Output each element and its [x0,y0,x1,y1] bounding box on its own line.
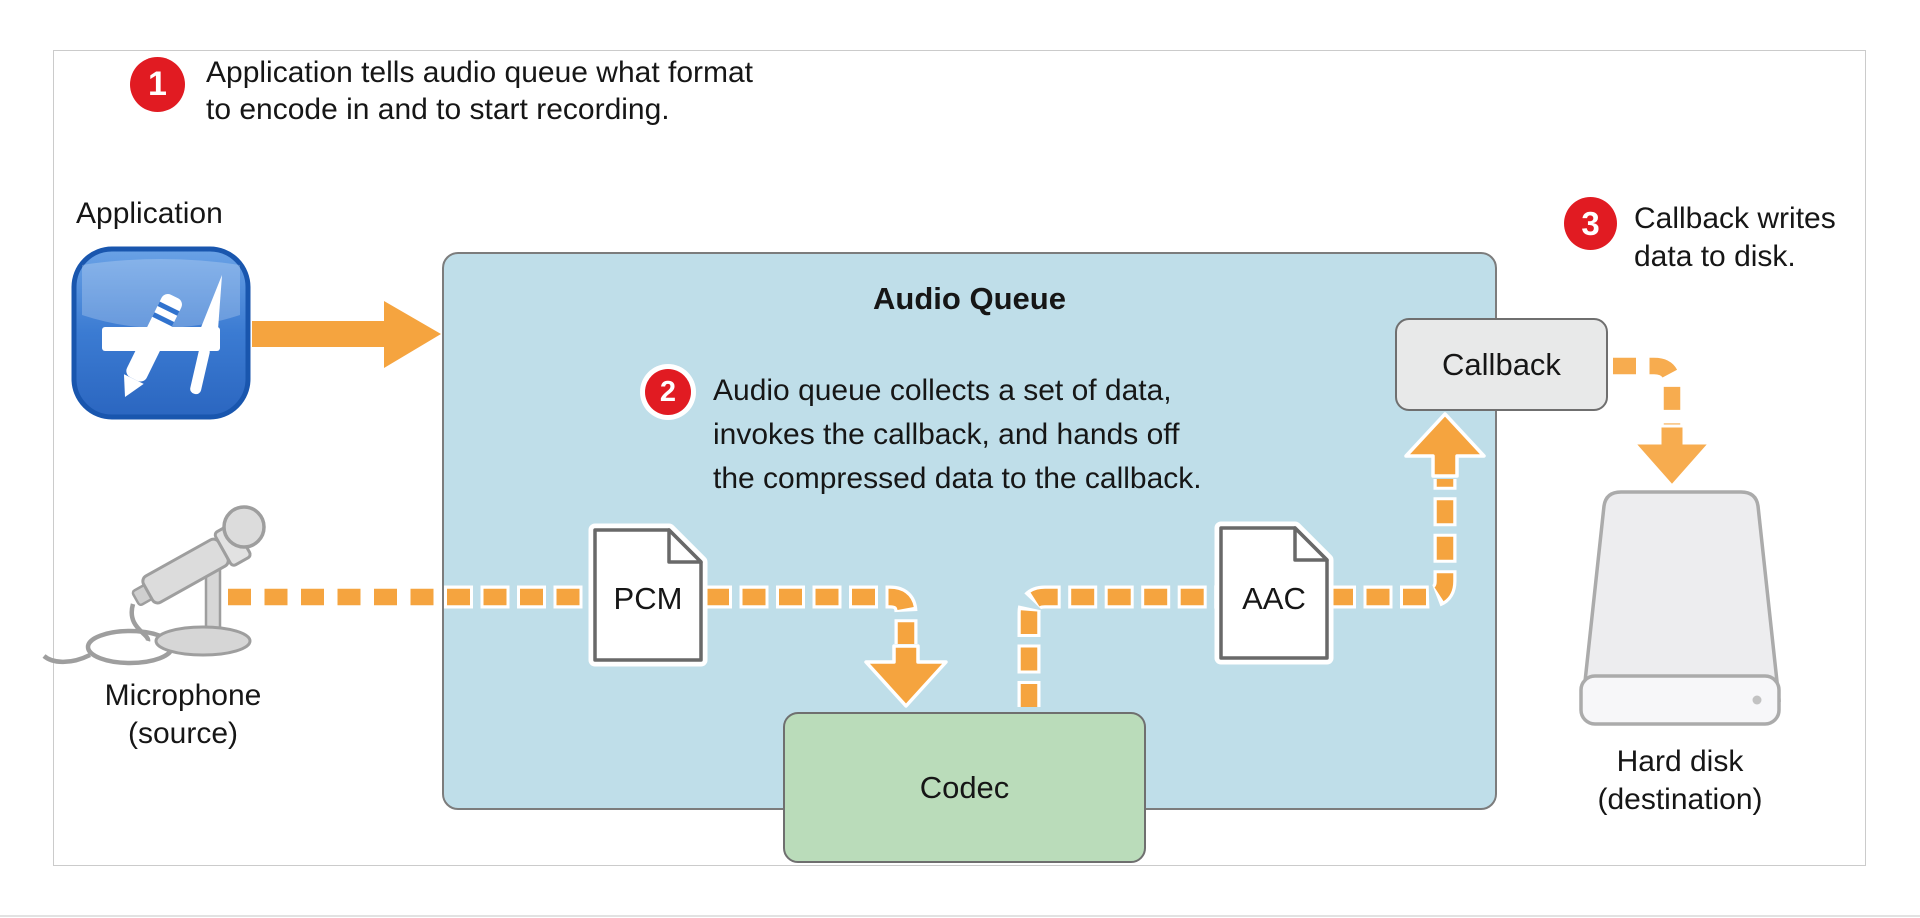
step-1-line-1: Application tells audio queue what forma… [206,56,754,89]
application-label: Application [76,197,223,230]
callback-box: Callback [1395,318,1608,411]
aac-label: AAC [1242,581,1306,616]
hard-disk-label: Hard disk (destination) [1552,743,1808,819]
step-2-text: Audio queue collects a set of data, invo… [713,369,1202,501]
step-1-line-2: to encode in and to start recording. [206,93,670,126]
callback-label: Callback [1442,346,1561,382]
step-3-line-1: Callback writes [1634,202,1836,235]
codec-label: Codec [919,769,1010,805]
step-3-badge: 3 [1564,197,1617,250]
step-3-number: 3 [1581,204,1600,242]
microphone-label: Microphone (source) [58,677,308,753]
step-1-text: Application tells audio queue what forma… [206,54,753,128]
step-2-line-2: invokes the callback, and hands off [713,418,1180,451]
step-2-badge: 2 [645,369,691,415]
codec-box: Codec [783,712,1146,863]
step-2-number: 2 [659,375,677,408]
pcm-label: PCM [613,581,683,616]
step-1-number: 1 [148,65,167,103]
step-1-badge: 1 [130,57,185,112]
hard-disk-label-line-2: (destination) [1597,783,1763,816]
step-3-line-2: data to disk. [1634,240,1796,273]
microphone-label-line-1: Microphone [104,679,262,712]
page-bottom-rule [0,915,1920,917]
step-3-text: Callback writes data to disk. [1634,200,1836,276]
step-2-line-1: Audio queue collects a set of data, [713,374,1172,407]
step-2-line-3: the compressed data to the callback. [713,462,1202,495]
microphone-label-line-2: (source) [127,717,239,750]
hard-disk-label-line-1: Hard disk [1616,745,1744,778]
audio-queue-title: Audio Queue [873,281,1066,316]
